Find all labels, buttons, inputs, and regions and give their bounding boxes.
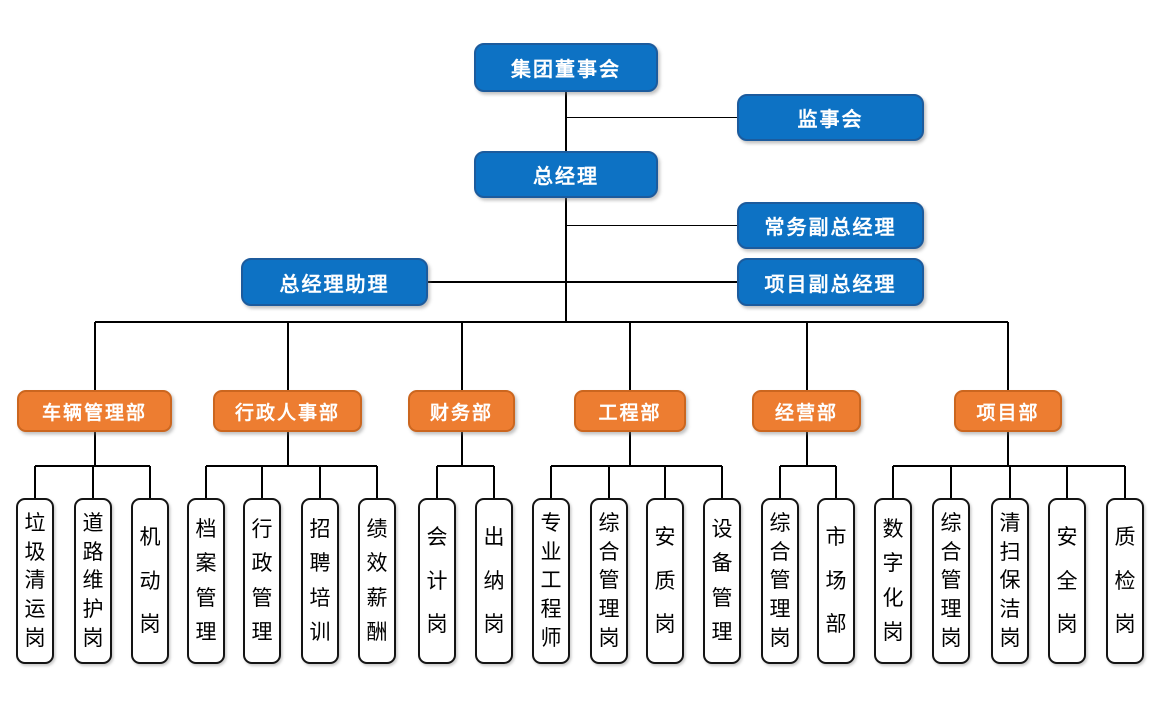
connector-line	[376, 466, 378, 498]
node-dept-engineering: 工程部	[574, 390, 686, 432]
connector-line	[206, 465, 377, 467]
connector-line	[892, 466, 894, 498]
node-supervisory-board: 监事会	[737, 94, 924, 141]
node-general-manager: 总经理	[474, 151, 658, 198]
connector-line	[461, 322, 463, 390]
position-node: 会计岗	[418, 498, 456, 664]
connector-line	[721, 466, 723, 498]
node-dept-operations: 经营部	[752, 390, 861, 432]
connector-line	[1124, 466, 1126, 498]
connector-line	[205, 466, 207, 498]
connector-line	[319, 466, 321, 498]
connector-line	[566, 224, 737, 227]
connector-line	[34, 466, 36, 498]
connector-line	[436, 466, 438, 498]
connector-line	[664, 466, 666, 498]
position-node: 机动岗	[131, 498, 169, 664]
connector-line	[629, 322, 631, 390]
node-dept-finance: 财务部	[408, 390, 515, 432]
connector-line	[1009, 466, 1011, 498]
connector-line	[550, 466, 552, 498]
connector-line	[462, 320, 630, 324]
connector-line	[149, 466, 151, 498]
connector-line	[835, 466, 837, 498]
connector-line	[779, 466, 781, 498]
connector-line	[780, 465, 836, 467]
connector-line	[950, 466, 952, 498]
connector-line	[261, 466, 263, 498]
position-node: 招聘培训	[301, 498, 339, 664]
connector-line	[565, 92, 567, 151]
node-dept-project: 项目部	[954, 390, 1062, 432]
node-dept-admin-hr: 行政人事部	[213, 390, 362, 432]
connector-line	[427, 281, 737, 283]
position-node: 综合管理岗	[761, 498, 799, 664]
position-node: 道路维护岗	[74, 498, 112, 664]
position-node: 安全岗	[1048, 498, 1086, 664]
position-node: 综合管理岗	[590, 498, 628, 664]
node-dept-vehicle-management: 车辆管理部	[17, 390, 172, 432]
node-project-deputy-gm: 项目副总经理	[737, 258, 924, 306]
node-board-of-directors: 集团董事会	[474, 43, 658, 92]
connector-line	[893, 465, 1125, 467]
connector-line	[94, 322, 96, 390]
connector-line	[806, 432, 808, 466]
position-node: 清扫保洁岗	[991, 498, 1029, 664]
connector-line	[287, 432, 289, 466]
connector-line	[461, 432, 463, 466]
connector-line	[437, 465, 494, 467]
connector-line	[92, 466, 94, 498]
connector-line	[1007, 322, 1009, 390]
position-node: 垃圾清运岗	[16, 498, 54, 664]
connector-line	[493, 466, 495, 498]
position-node: 专业工程师	[532, 498, 570, 664]
node-executive-deputy-gm: 常务副总经理	[737, 202, 924, 249]
position-node: 安质岗	[646, 498, 684, 664]
connector-line	[806, 322, 808, 390]
connector-line	[608, 466, 610, 498]
position-node: 质检岗	[1106, 498, 1144, 664]
connector-line	[1066, 466, 1068, 498]
node-gm-assistant: 总经理助理	[241, 258, 428, 306]
connector-line	[94, 432, 96, 466]
connector-line	[629, 432, 631, 466]
connector-line	[566, 116, 737, 119]
connector-line	[287, 322, 289, 390]
connector-line	[565, 198, 567, 323]
position-node: 出纳岗	[475, 498, 513, 664]
position-node: 设备管理	[703, 498, 741, 664]
position-node: 综合管理岗	[932, 498, 970, 664]
connector-line	[551, 465, 722, 467]
position-node: 市场部	[817, 498, 855, 664]
position-node: 数字化岗	[874, 498, 912, 664]
position-node: 绩效薪酬	[358, 498, 396, 664]
position-node: 行政管理	[243, 498, 281, 664]
connector-line	[1007, 432, 1009, 466]
position-node: 档案管理	[187, 498, 225, 664]
